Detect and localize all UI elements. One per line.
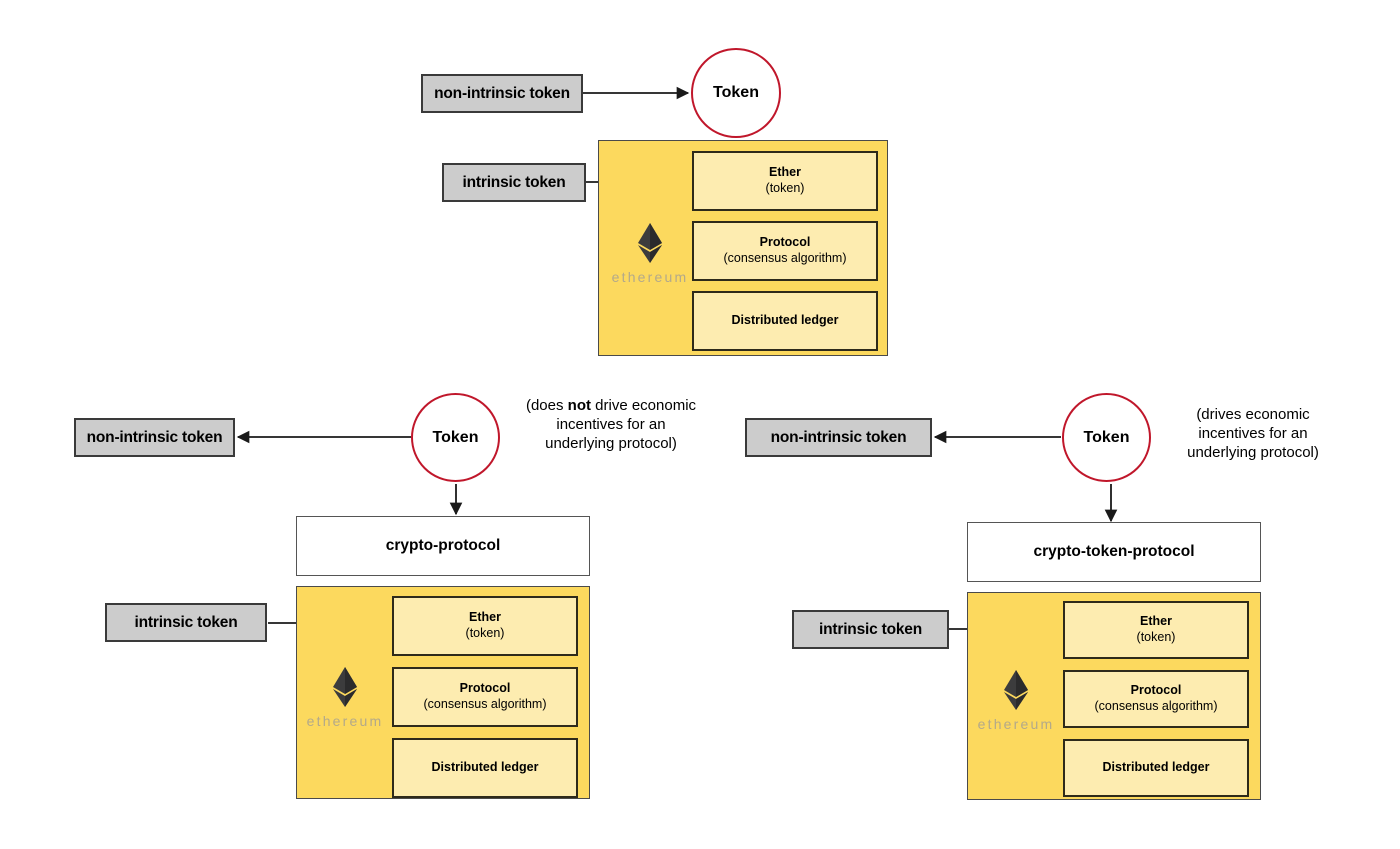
top-protocol-box[interactable]: Protocol (consensus algorithm) <box>692 221 878 281</box>
top-ethereum-container: ethereum Ether (token) Protocol (consens… <box>598 140 888 356</box>
bl-note-bold: not <box>567 397 591 414</box>
bl-ether-subtitle: (token) <box>465 626 505 640</box>
br-protocol-title: Protocol <box>1130 683 1182 698</box>
br-ether-box[interactable]: Ether (token) <box>1063 601 1249 659</box>
top-ether-title: Ether <box>769 165 801 180</box>
top-protocol-subtitle: (consensus algorithm) <box>723 251 847 265</box>
top-ethereum-brand: ethereum <box>607 219 693 287</box>
top-token-circle[interactable]: Token <box>691 48 781 138</box>
br-crypto-token-protocol-box[interactable]: crypto-token-protocol <box>967 522 1261 582</box>
top-ether-subtitle: (token) <box>765 181 805 195</box>
bl-protocol-title: Protocol <box>459 681 511 696</box>
bl-ethereum-brand: ethereum <box>302 663 388 731</box>
br-ether-title: Ether <box>1140 614 1172 629</box>
br-token-label: Token <box>1083 428 1130 446</box>
br-protocol-box[interactable]: Protocol (consensus algorithm) <box>1063 670 1249 728</box>
bl-ethereum-wordmark: ethereum <box>306 712 384 729</box>
br-intrinsic-token-label: intrinsic token <box>819 620 922 638</box>
br-intrinsic-token-box[interactable]: intrinsic token <box>792 610 949 649</box>
bl-crypto-protocol-label: crypto-protocol <box>385 537 501 554</box>
bl-ether-title: Ether <box>469 610 501 625</box>
br-ether-subtitle: (token) <box>1136 630 1176 644</box>
top-distributed-ledger-box[interactable]: Distributed ledger <box>692 291 878 351</box>
top-non-intrinsic-token-label: non-intrinsic token <box>434 84 570 102</box>
top-token-label: Token <box>713 84 759 101</box>
br-annotation-note: (drives economic incentives for an under… <box>1163 405 1343 463</box>
bl-token-circle[interactable]: Token <box>411 393 500 482</box>
top-distributed-ledger-title: Distributed ledger <box>731 313 839 328</box>
bl-crypto-protocol-box[interactable]: crypto-protocol <box>296 516 590 576</box>
bl-non-intrinsic-token-box[interactable]: non-intrinsic token <box>74 418 235 457</box>
bl-non-intrinsic-token-label: non-intrinsic token <box>86 428 223 446</box>
br-ethereum-container: ethereum Ether (token) Protocol (consens… <box>967 592 1261 800</box>
top-intrinsic-token-label: intrinsic token <box>462 173 566 191</box>
br-crypto-token-protocol-label: crypto-token-protocol <box>1033 543 1195 560</box>
br-distributed-ledger-box[interactable]: Distributed ledger <box>1063 739 1249 797</box>
br-ethereum-brand: ethereum <box>973 666 1059 734</box>
ethereum-logo-icon <box>1004 669 1028 710</box>
bl-token-label: Token <box>432 428 479 446</box>
br-non-intrinsic-token-label: non-intrinsic token <box>770 428 907 446</box>
top-protocol-title: Protocol <box>759 235 811 250</box>
bl-distributed-ledger-box[interactable]: Distributed ledger <box>392 738 578 798</box>
br-note-text: (drives economic incentives for an under… <box>1187 406 1319 462</box>
br-token-circle[interactable]: Token <box>1062 393 1151 482</box>
bl-distributed-ledger-title: Distributed ledger <box>431 760 539 775</box>
bl-annotation-note: (does not drive economic incentives for … <box>520 396 702 454</box>
bl-ethereum-container: ethereum Ether (token) Protocol (consens… <box>296 586 590 799</box>
bl-protocol-subtitle: (consensus algorithm) <box>423 697 547 711</box>
top-ethereum-wordmark: ethereum <box>611 268 689 285</box>
ethereum-logo-icon <box>638 222 662 263</box>
br-ethereum-wordmark: ethereum <box>977 715 1055 732</box>
top-ether-box[interactable]: Ether (token) <box>692 151 878 211</box>
bl-intrinsic-token-box[interactable]: intrinsic token <box>105 603 267 642</box>
bl-protocol-box[interactable]: Protocol (consensus algorithm) <box>392 667 578 727</box>
br-distributed-ledger-title: Distributed ledger <box>1102 760 1210 775</box>
bl-ether-box[interactable]: Ether (token) <box>392 596 578 656</box>
top-non-intrinsic-token-box[interactable]: non-intrinsic token <box>421 74 583 113</box>
top-intrinsic-token-box[interactable]: intrinsic token <box>442 163 586 202</box>
bl-intrinsic-token-label: intrinsic token <box>134 613 238 631</box>
bl-note-suffix: drive economic incentives for an underly… <box>545 397 697 453</box>
br-non-intrinsic-token-box[interactable]: non-intrinsic token <box>745 418 932 457</box>
ethereum-logo-icon <box>333 666 357 707</box>
br-protocol-subtitle: (consensus algorithm) <box>1094 699 1218 713</box>
bl-note-prefix: (does <box>525 397 568 414</box>
